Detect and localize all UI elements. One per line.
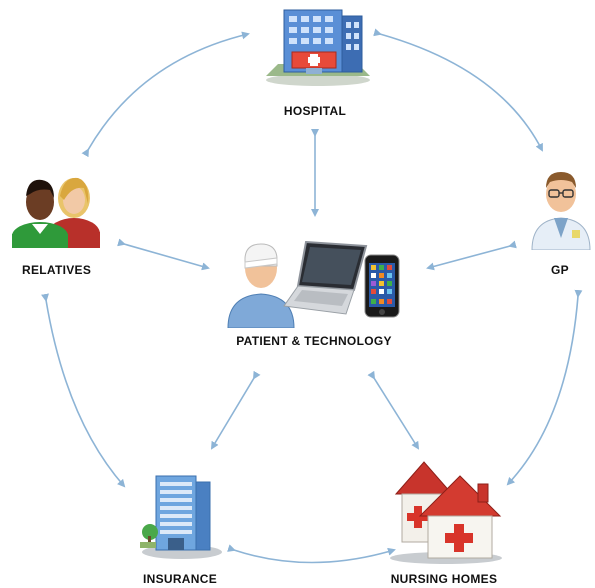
nursing-homes-label: NURSING HOMES <box>390 572 498 586</box>
arrow-gp-patient <box>426 240 517 271</box>
nursing-homes-icon <box>384 454 504 564</box>
arrow-patient-nursing <box>367 370 420 450</box>
arrow-relatives-patient <box>117 238 210 271</box>
laptop-icon <box>282 240 368 318</box>
insurance-icon <box>138 470 224 560</box>
arrow-gp-nursing <box>506 289 583 486</box>
patient-label: PATIENT & TECHNOLOGY <box>236 334 392 348</box>
arrow-hospital-gp <box>373 28 543 152</box>
arrow-patient-insurance <box>210 370 261 450</box>
relatives-icon <box>6 168 104 248</box>
gp-label: GP <box>551 263 569 277</box>
insurance-label: INSURANCE <box>142 572 218 586</box>
hospital-icon <box>262 6 374 86</box>
hospital-label: HOSPITAL <box>283 104 347 118</box>
doctor-icon <box>528 164 594 250</box>
arrow-relatives-insurance <box>41 293 126 488</box>
patient-icon <box>226 236 296 328</box>
arrow-insurance-nursing <box>227 544 396 564</box>
relatives-label: RELATIVES <box>22 263 92 277</box>
arrow-relatives-hospital <box>81 31 250 158</box>
phone-icon <box>364 254 400 318</box>
